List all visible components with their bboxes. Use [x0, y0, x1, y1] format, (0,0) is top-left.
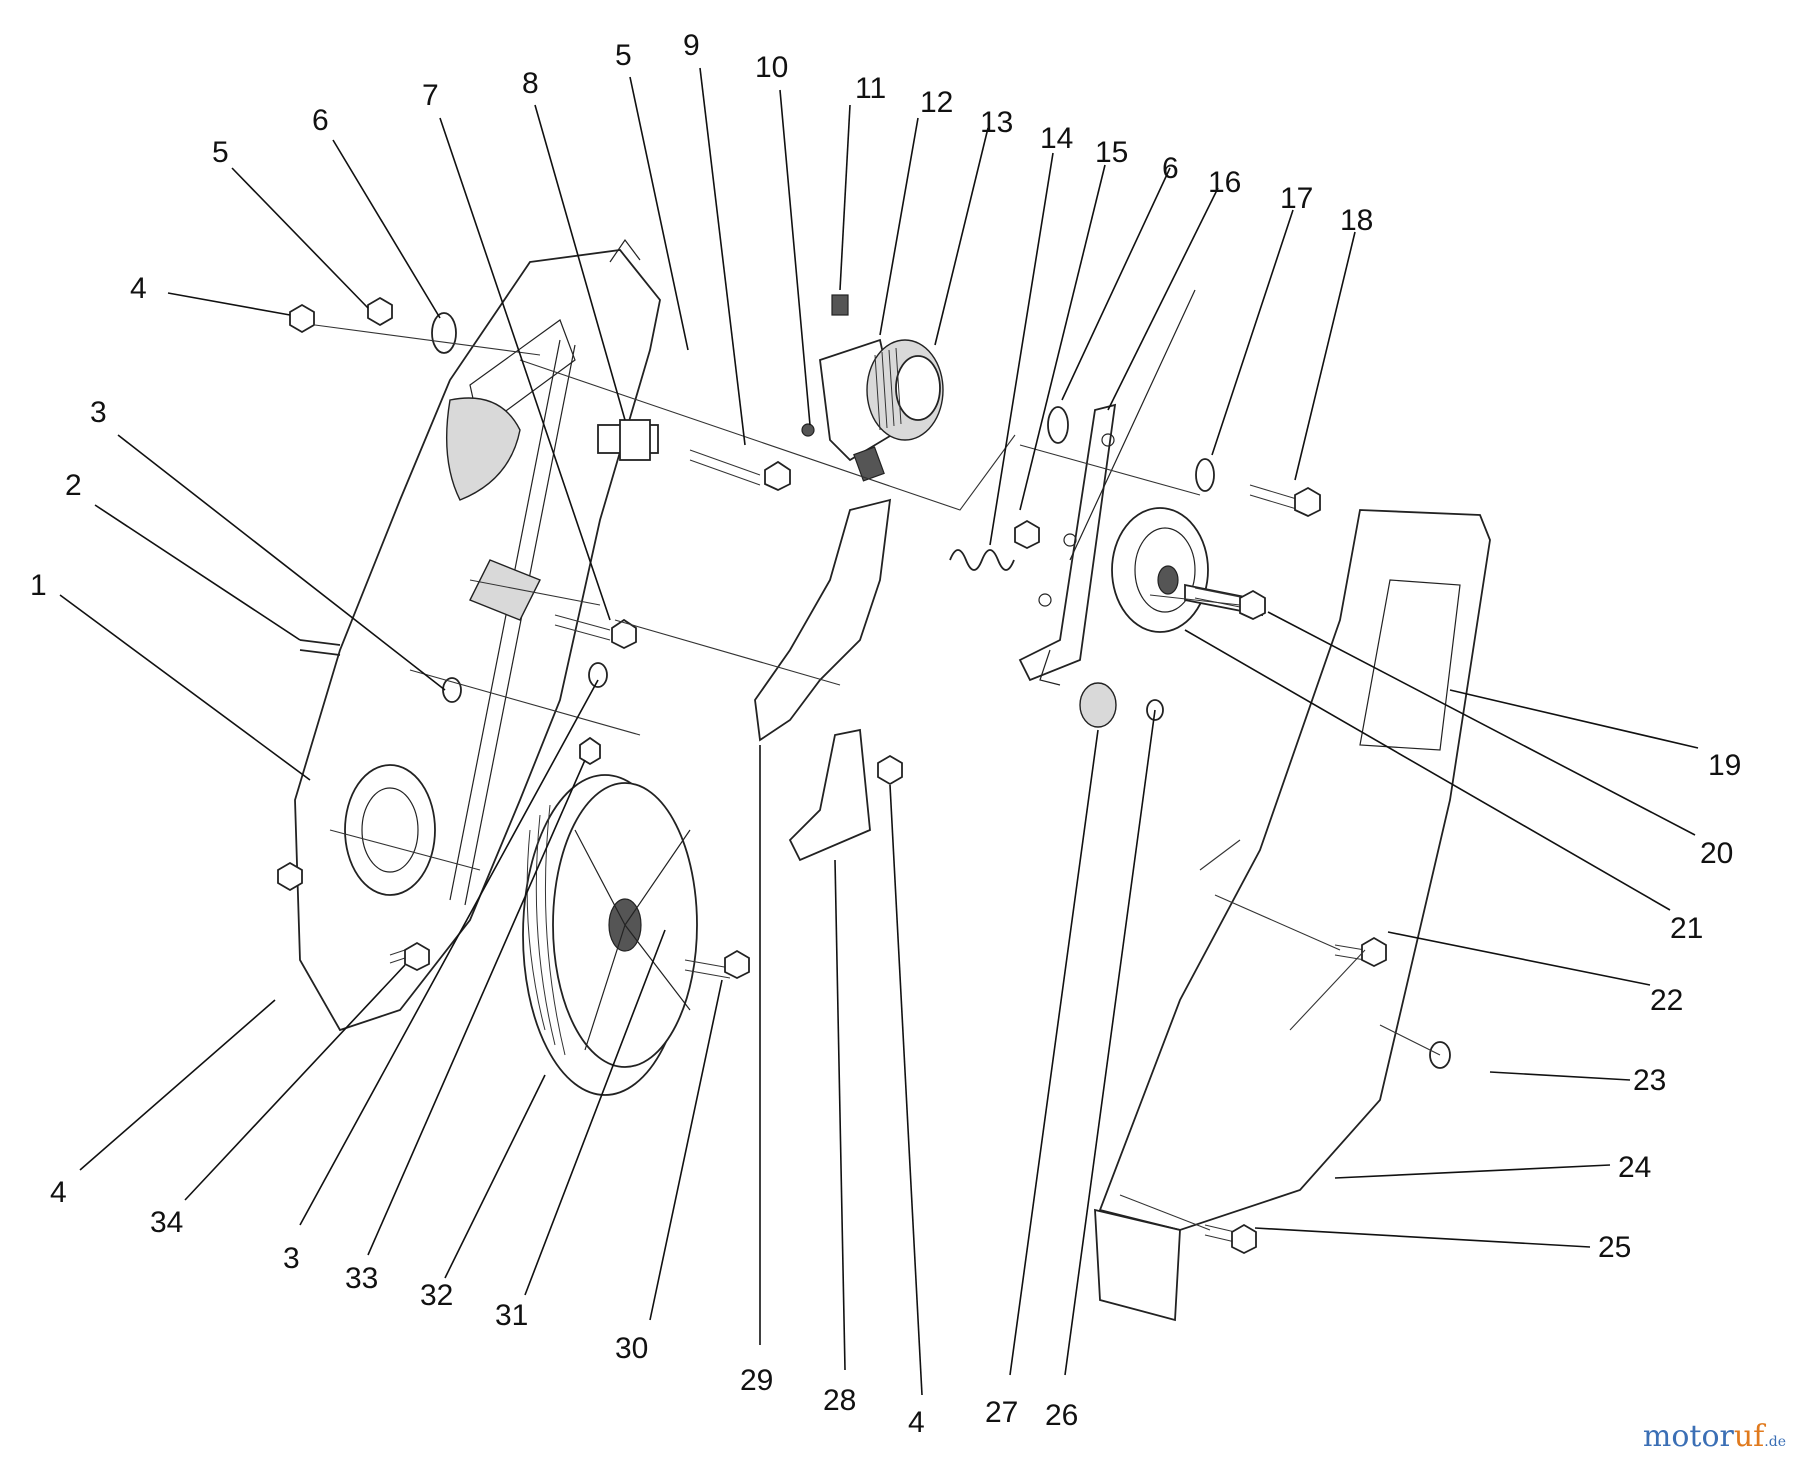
callout-18: 18: [1340, 204, 1373, 237]
callout-6-right: 6: [1162, 152, 1179, 185]
callout-31: 31: [495, 1299, 528, 1332]
callout-30: 30: [615, 1332, 648, 1365]
callout-16: 16: [1208, 166, 1241, 199]
callout-4-upper: 4: [130, 272, 147, 305]
engine-pulley-assembly: [801, 294, 944, 482]
callout-11: 11: [855, 72, 886, 105]
belt-cover: [1094, 509, 1491, 1322]
callout-27: 27: [985, 1396, 1018, 1429]
callout-19: 19: [1708, 749, 1741, 782]
site-watermark: motoruf.de: [1643, 1419, 1786, 1454]
watermark-part2: uf: [1733, 1419, 1765, 1454]
callout-32: 32: [420, 1279, 453, 1312]
belt-guide-bracket: [754, 498, 892, 862]
drive-pulley: [522, 774, 698, 1096]
fasteners: [277, 296, 1451, 1255]
leader-lines: [59, 67, 1699, 1396]
watermark-part1: motor: [1642, 1419, 1734, 1454]
callout-3-upper: 3: [90, 396, 107, 429]
callout-3-lower: 3: [283, 1242, 300, 1275]
callout-labels: 1 2 3 4 5 6 7 8 5 9 10 11 12 13 14 15 6 …: [30, 29, 1741, 1439]
callout-25: 25: [1598, 1231, 1631, 1264]
idler-arm: [949, 289, 1196, 686]
callout-10: 10: [755, 51, 788, 84]
callout-20: 20: [1700, 837, 1733, 870]
callout-5-right: 5: [615, 39, 632, 72]
callout-29: 29: [740, 1364, 773, 1397]
callout-5-left: 5: [212, 136, 229, 169]
callout-12: 12: [920, 86, 953, 119]
callout-4-lower: 4: [50, 1176, 67, 1209]
frame-housing: [294, 238, 661, 1032]
assembly-axis-lines: [314, 324, 1441, 1231]
callout-24: 24: [1618, 1151, 1651, 1184]
callout-2: 2: [65, 469, 82, 502]
callout-13: 13: [980, 106, 1013, 139]
watermark-suffix: .de: [1764, 1434, 1786, 1450]
callout-9: 9: [683, 29, 700, 62]
callout-23: 23: [1633, 1064, 1666, 1097]
callout-17: 17: [1280, 182, 1313, 215]
callout-33: 33: [345, 1262, 378, 1295]
callout-21: 21: [1670, 912, 1703, 945]
callout-4-center: 4: [908, 1406, 925, 1439]
callout-22: 22: [1650, 984, 1683, 1017]
callout-15: 15: [1095, 136, 1128, 169]
callout-7: 7: [422, 79, 439, 112]
callout-6-left: 6: [312, 104, 329, 137]
callout-14: 14: [1040, 122, 1073, 155]
callout-28: 28: [823, 1384, 856, 1417]
callout-34: 34: [150, 1206, 183, 1239]
callout-1: 1: [30, 569, 47, 602]
callout-8: 8: [522, 67, 539, 100]
callout-26: 26: [1045, 1399, 1078, 1432]
